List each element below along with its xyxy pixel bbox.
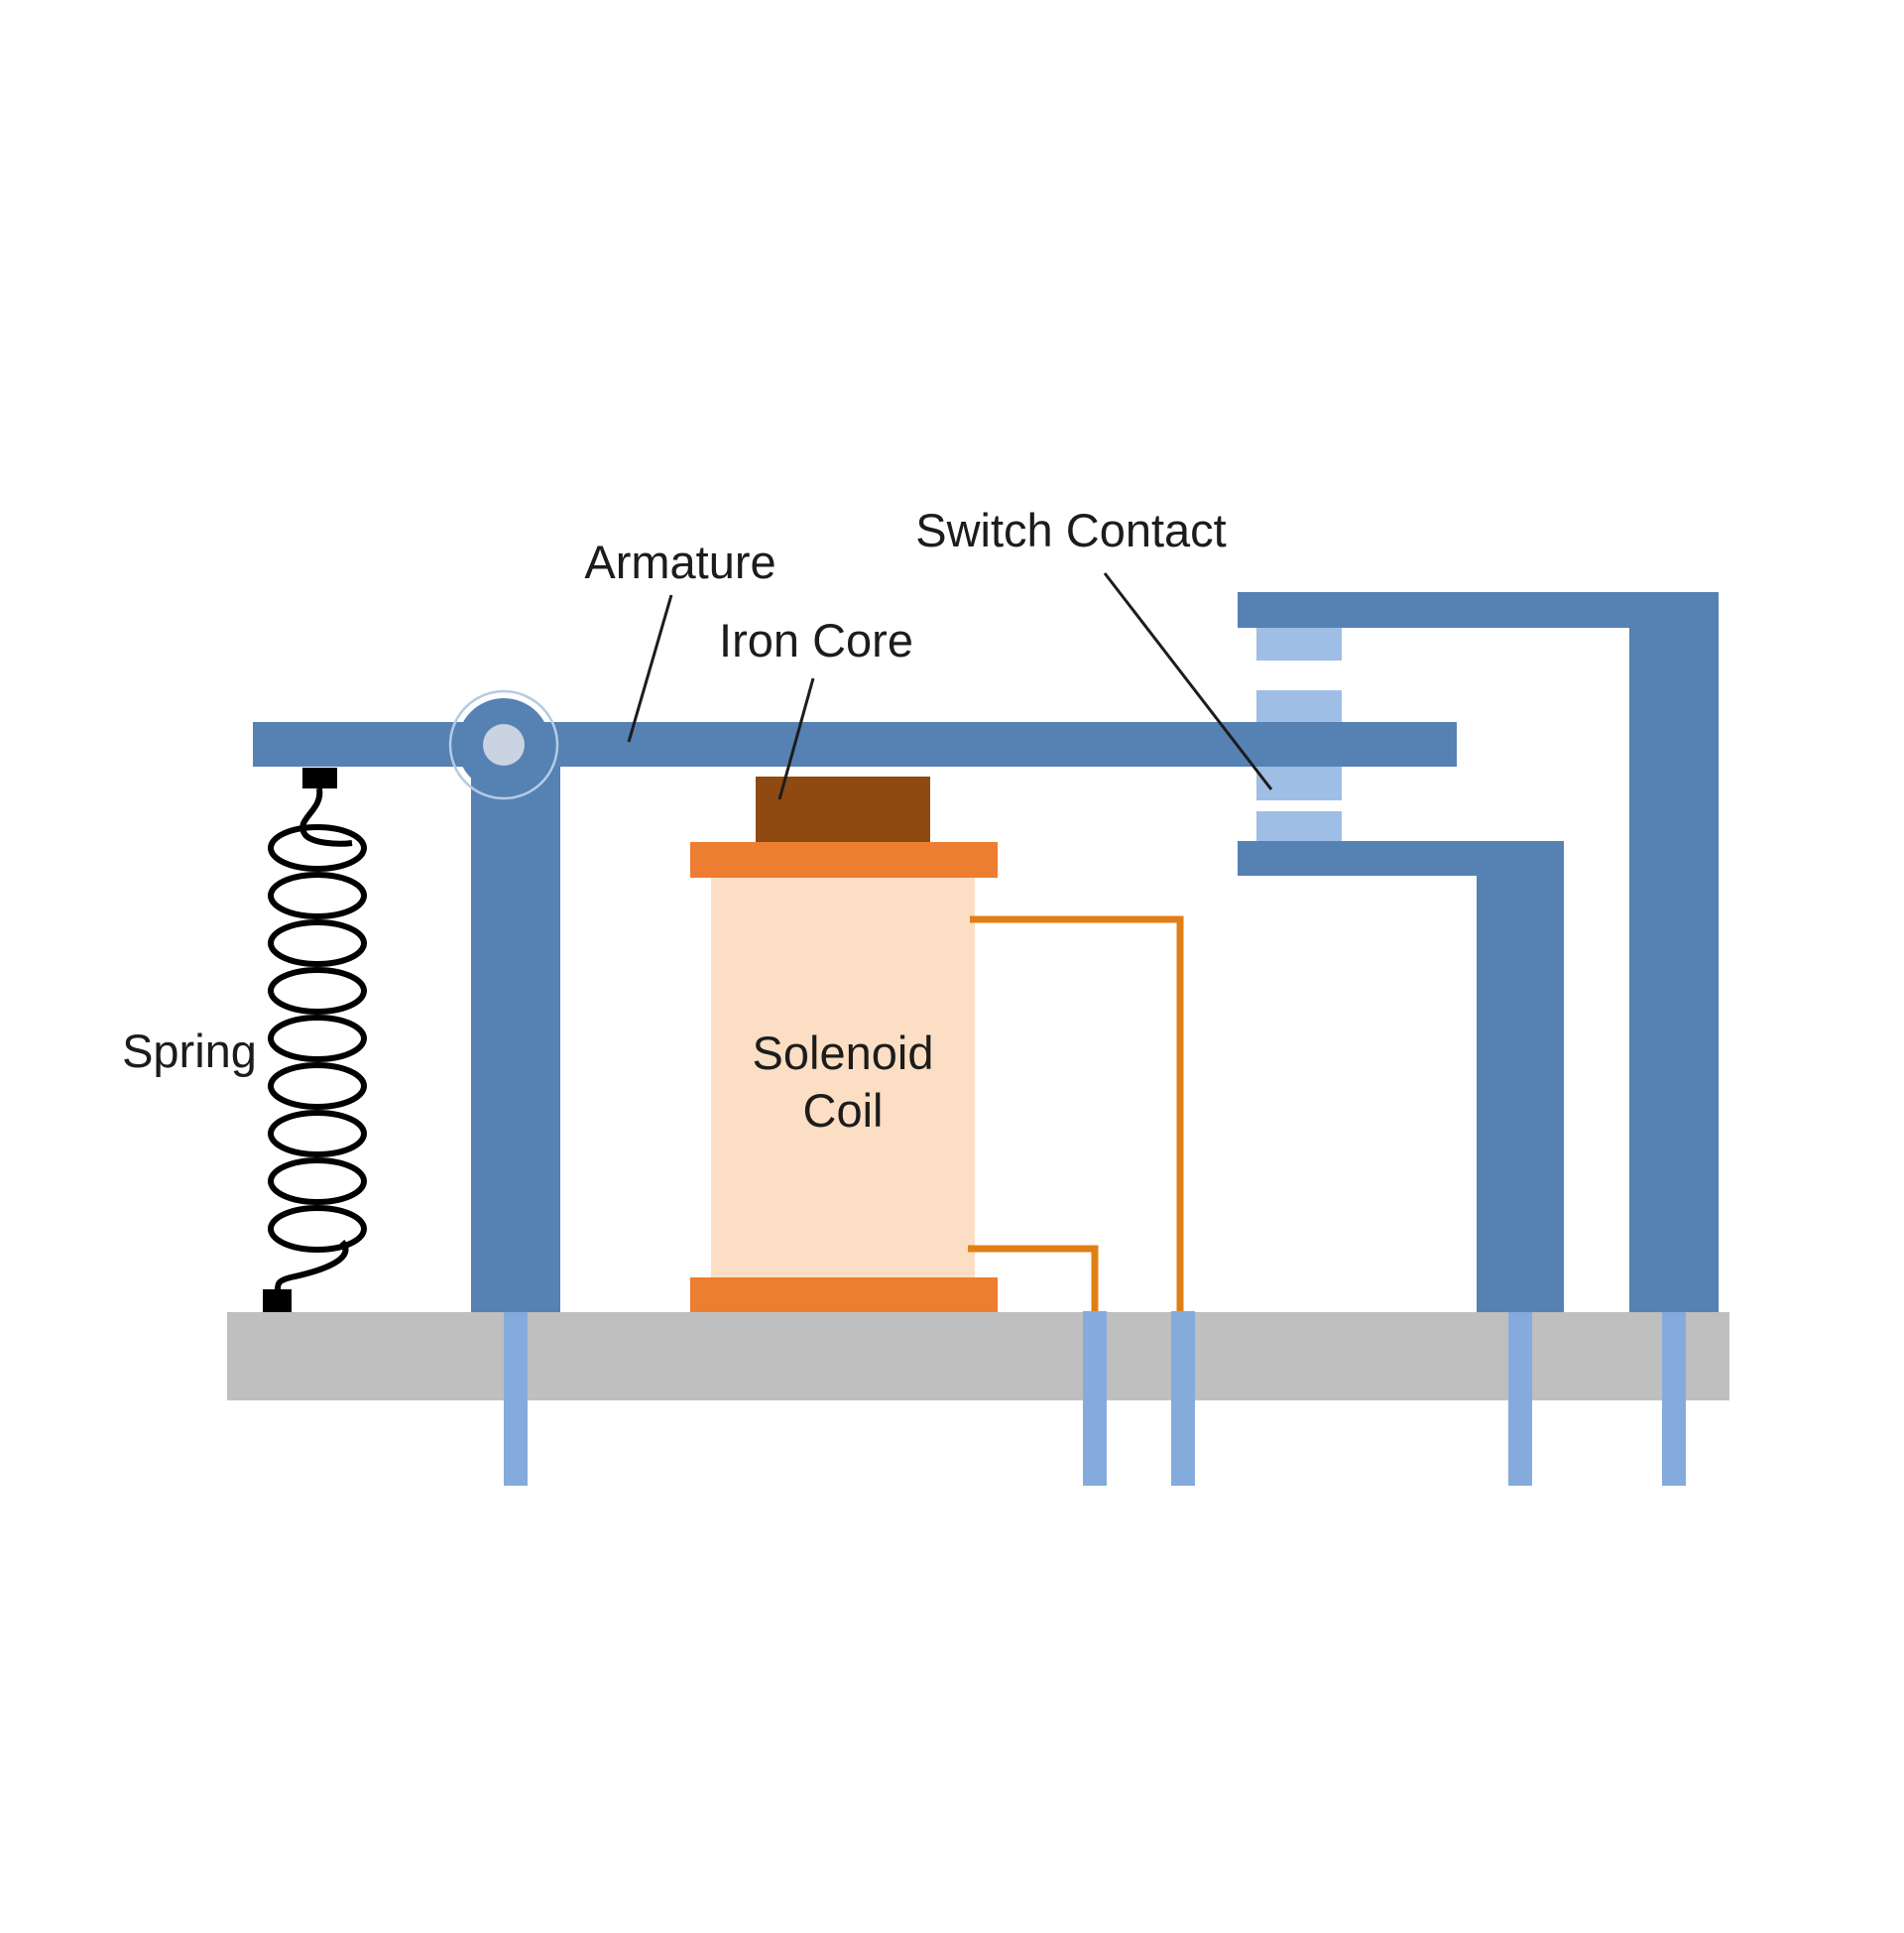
iron-core-label: Iron Core [719,614,913,666]
switch-contact-label: Switch Contact [915,504,1227,556]
spring-label: Spring [122,1025,257,1077]
armature-label: Armature [584,536,776,588]
armature-leader-line [627,594,673,743]
solenoid-coil-label-line1: Solenoid [752,1027,934,1079]
solenoid-coil-label-line2: Coil [802,1084,884,1137]
terminal-pin-coil-b [1171,1311,1195,1486]
terminal-pin-armature [504,1311,528,1486]
spring-coil [263,768,367,1312]
contact-pad-armature-bottom [1256,767,1342,800]
lower-contact-arm [1238,841,1564,876]
spring-anchor-bottom [263,1289,292,1312]
upper-contact-arm [1238,592,1719,628]
lower-contact-leg [1477,876,1564,1312]
spring-anchor-top [302,768,337,788]
terminal-pin-coil-a [1083,1311,1107,1486]
coil-bottom-cap [690,1277,998,1312]
base-plate [227,1312,1729,1400]
terminal-pin-upper-contact [1662,1311,1686,1486]
iron-core [756,777,930,842]
right-frame-post [1629,625,1719,1312]
contact-pad-upper-fixed [1256,628,1342,661]
coil-wire-upper [970,915,1184,1311]
pivot-leg [471,742,560,1312]
contact-pad-armature-top [1256,690,1342,723]
armature-bar [253,722,1457,767]
contact-pad-lower-fixed [1256,811,1342,841]
terminal-pin-lower-contact [1508,1311,1532,1486]
coil-top-cap [690,842,998,878]
solenoid-coil-label: Solenoid Coil [753,1025,934,1140]
coil-body [711,878,975,1277]
